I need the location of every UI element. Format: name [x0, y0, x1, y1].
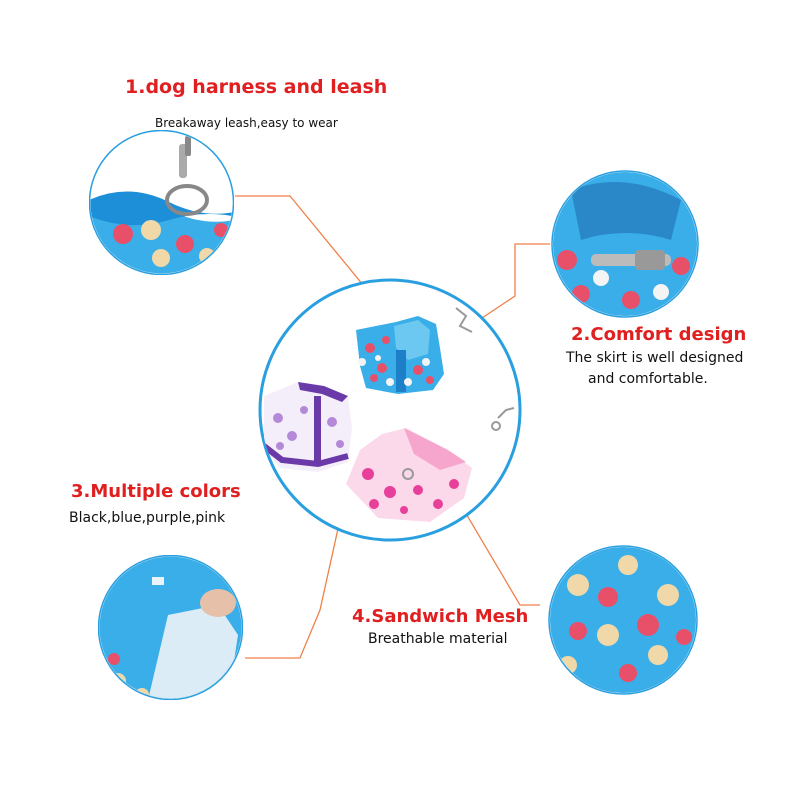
center-product-image — [258, 278, 522, 542]
purple-harness — [262, 382, 352, 472]
detail-image-leash — [89, 130, 234, 275]
feature-3-subtitle: Black,blue,purple,pink — [69, 510, 226, 526]
feature-4-title: 4.Sandwich Mesh — [352, 606, 529, 627]
connector-2 — [451, 243, 550, 339]
connector-3 — [245, 451, 356, 659]
feature-2-title: 2.Comfort design — [571, 324, 747, 345]
feature-1-title: 1.dog harness and leash — [125, 76, 388, 98]
detail-image-mesh — [548, 545, 698, 695]
feature-2-subtitle-line1: The skirt is well designed — [566, 350, 744, 366]
feature-1-subtitle: Breakaway leash,easy to wear — [155, 116, 338, 130]
feature-4-subtitle: Breathable material — [368, 631, 508, 647]
connector-4 — [454, 494, 540, 606]
detail-image-comfort — [551, 170, 699, 318]
leash-clip — [455, 307, 515, 431]
feature-2-subtitle-line2: and comfortable. — [588, 371, 708, 387]
detail-image-colors — [98, 555, 243, 700]
blue-harness — [356, 316, 444, 394]
pink-harness — [346, 428, 472, 522]
feature-3-title: 3.Multiple colors — [71, 481, 241, 502]
